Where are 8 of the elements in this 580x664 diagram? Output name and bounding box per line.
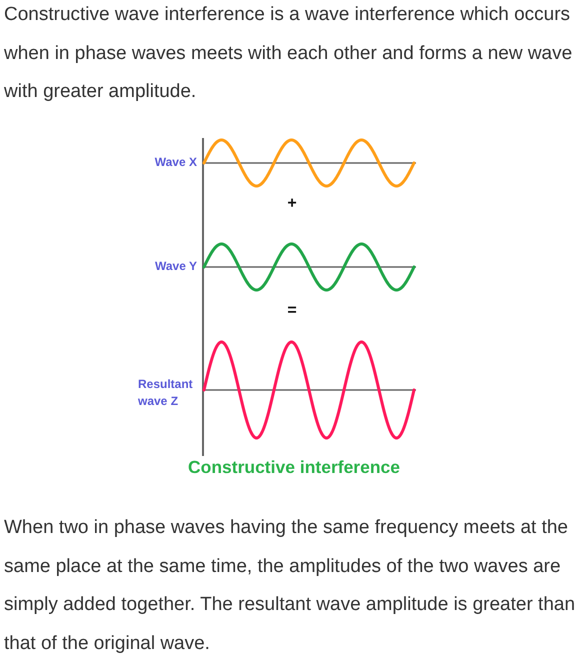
wave-label: Wave Y: [154, 258, 197, 275]
diagram-caption: Constructive interference: [188, 457, 400, 478]
wave-label: Wave X: [154, 154, 197, 171]
equals-sign: =: [286, 302, 298, 320]
explanation-paragraph: When two in phase waves having the same frequency meets at the same place at the same time, the amplitudes of the two waves are simply added together. The resultant wave amplitude is greater than that of the original wave.: [4, 516, 576, 656]
intro-paragraph: Constructive wave interference is a wave interference which occurs when in phase waves meets with each other and forms a new wave with greater amplitude.: [4, 3, 574, 104]
wave-label: Resultant wave Z: [138, 376, 194, 410]
plus-sign: +: [286, 195, 298, 213]
